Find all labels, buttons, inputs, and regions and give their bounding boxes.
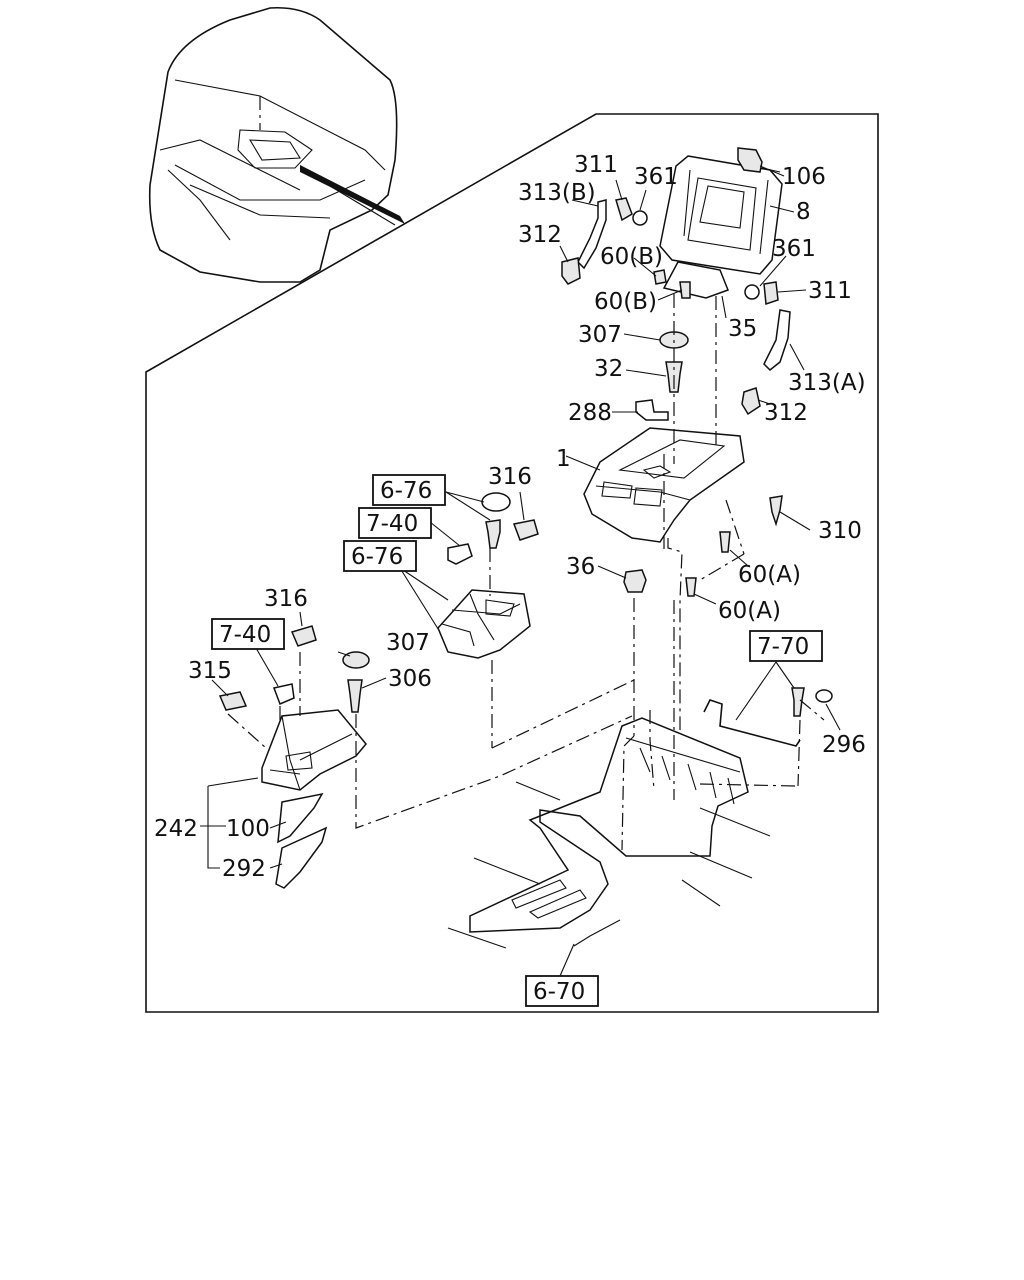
label-60a-upper: 60(A)	[738, 562, 801, 588]
label-288: 288	[568, 400, 612, 426]
nut-part-361-right	[744, 284, 760, 300]
label-242: 242	[154, 816, 198, 842]
bracket-part-288	[635, 399, 669, 421]
screw-part-7-70	[791, 687, 805, 717]
washer-part-296	[815, 689, 833, 703]
floor-lines	[447, 781, 771, 949]
screw-part-306	[347, 679, 363, 713]
cab-overview	[148, 6, 405, 283]
clip-part-311-right	[763, 281, 779, 306]
reference-boxes: 6-76 7-40 6-76 7-40 7-70 6-70	[211, 474, 823, 1007]
label-106: 106	[782, 164, 826, 190]
label-307-top: 307	[578, 322, 622, 348]
label-1: 1	[556, 446, 571, 472]
label-315: 315	[188, 658, 232, 684]
ref-7-40-upper: 7-40	[366, 511, 418, 537]
label-312-top: 312	[518, 222, 562, 248]
cover-part-7-40-lower	[272, 683, 295, 705]
label-311-right: 311	[808, 278, 852, 304]
label-8: 8	[796, 199, 811, 225]
ref-box-7-40-upper	[358, 507, 432, 539]
strap-part-313a	[763, 309, 791, 372]
plate-part-100	[277, 792, 324, 844]
part-labels: 106 8 361 311 313(B) 312 60(B) 361 311 6…	[154, 152, 866, 882]
ref-7-70: 7-70	[757, 634, 809, 660]
ref-box-6-76-lower	[343, 540, 417, 572]
label-307-lower: 307	[386, 630, 430, 656]
label-60a-lower: 60(A)	[718, 598, 781, 624]
ref-box-6-70	[525, 975, 599, 1007]
label-296: 296	[822, 732, 866, 758]
console-lower-module	[261, 709, 367, 791]
screw-part-60a-2	[685, 577, 697, 597]
label-60b-lower: 60(B)	[594, 289, 657, 315]
label-292: 292	[222, 856, 266, 882]
screw-part-60b-2	[679, 281, 691, 299]
ref-7-40-lower: 7-40	[219, 622, 271, 648]
label-310: 310	[818, 518, 862, 544]
connector-part-106	[737, 147, 781, 173]
label-36: 36	[566, 554, 595, 580]
rod-part-7-70	[703, 699, 801, 747]
label-313a: 313(A)	[788, 370, 866, 396]
grommet-part-36	[623, 569, 647, 593]
label-35: 35	[728, 316, 757, 342]
screw-part-60b-1	[653, 269, 667, 285]
strap-part-313b	[577, 199, 607, 270]
label-32: 32	[594, 356, 623, 382]
nut-part-361-left	[632, 210, 648, 226]
label-312-right: 312	[764, 400, 808, 426]
switch-part-316-upper	[512, 519, 539, 541]
clip-part-312-right	[741, 387, 761, 416]
lid-part-315	[218, 691, 248, 711]
ref-6-76-lower: 6-76	[351, 544, 403, 570]
bracket-part-35	[662, 261, 729, 299]
label-313b: 313(B)	[518, 180, 596, 206]
label-311-top: 311	[574, 152, 618, 178]
label-316-lower: 316	[264, 586, 308, 612]
label-60b-upper: 60(B)	[600, 244, 663, 270]
label-316-upper: 316	[488, 464, 532, 490]
label-306: 306	[388, 666, 432, 692]
screw-part-60a-1	[719, 531, 731, 553]
console-mid-module	[437, 589, 531, 659]
ref-box-7-40-lower	[211, 618, 285, 650]
screw-part-7-40-upper	[485, 519, 501, 549]
label-361-top: 361	[634, 164, 678, 190]
leader-lines	[200, 165, 841, 977]
cap-part-6-76	[481, 492, 511, 512]
cover-part-6-76-small	[447, 543, 473, 565]
bezel-part-8	[659, 155, 783, 275]
ref-6-76-upper: 6-76	[380, 478, 432, 504]
screw-part-310	[769, 495, 783, 527]
label-100: 100	[226, 816, 270, 842]
assembly-lines	[227, 294, 825, 851]
plate-part-292	[275, 826, 328, 889]
ref-6-70: 6-70	[533, 979, 585, 1005]
clip-part-312-left	[561, 257, 581, 285]
detail-frame	[145, 113, 879, 1013]
label-361-right: 361	[772, 236, 816, 262]
floor-bracket	[469, 717, 749, 947]
ref-box-7-70	[749, 630, 823, 662]
ref-box-6-76-upper	[372, 474, 446, 506]
clip-part-311-left	[615, 197, 633, 222]
switch-part-316-lower	[290, 625, 317, 647]
